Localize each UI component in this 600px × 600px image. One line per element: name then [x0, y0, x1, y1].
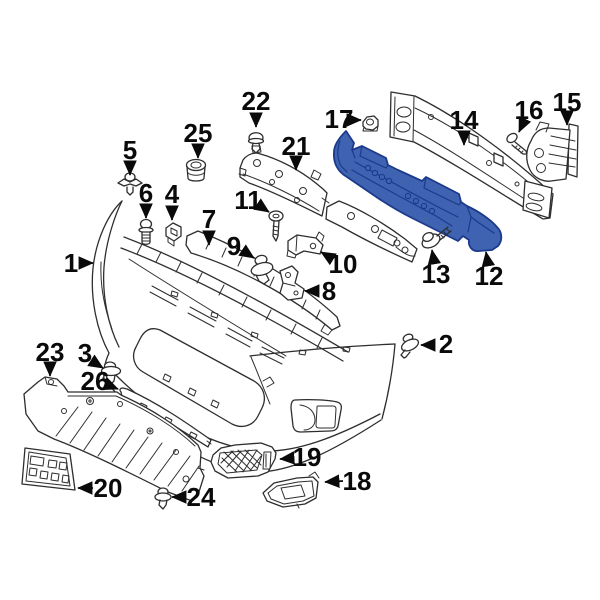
- bracket-8: [279, 265, 305, 301]
- part-label-4: 4: [165, 179, 180, 209]
- part-label-19: 19: [293, 442, 322, 472]
- tow-bracket-15: [526, 121, 579, 182]
- push-pin-2: [400, 333, 420, 359]
- leader-arrow-12: [481, 251, 496, 268]
- bracket-10: [286, 231, 325, 259]
- leader-arrow-11: [253, 198, 270, 213]
- leader-arrow-9: [238, 244, 255, 259]
- bolt-16: [506, 132, 528, 155]
- part-label-2: 2: [439, 329, 453, 359]
- part-label-10: 10: [329, 249, 358, 279]
- part-label-26: 26: [81, 366, 110, 396]
- push-clip-5: [117, 172, 143, 196]
- part-label-15: 15: [553, 87, 582, 117]
- push-clip-3: [100, 361, 122, 386]
- license-plate-bracket: [21, 447, 76, 491]
- fog-lamp-bezel: [262, 471, 320, 509]
- part-label-6: 6: [139, 178, 153, 208]
- part-label-13: 13: [422, 259, 451, 289]
- push-pin-9: [250, 254, 274, 285]
- leader-arrow-13: [427, 249, 442, 266]
- part-label-23: 23: [36, 337, 65, 367]
- leader-arrow-16: [518, 116, 532, 133]
- part-label-16: 16: [515, 95, 544, 125]
- part-label-22: 22: [242, 86, 271, 116]
- nut-17: [362, 115, 379, 132]
- part-label-17: 17: [325, 104, 354, 134]
- leader-arrow-18: [324, 474, 344, 488]
- energy-absorber-highlighted: [333, 130, 503, 252]
- part-label-21: 21: [282, 131, 311, 161]
- bolt-6: [138, 218, 154, 245]
- part-label-8: 8: [322, 276, 336, 306]
- grommet-25: [185, 158, 207, 182]
- screw-11: [268, 210, 284, 242]
- part-label-3: 3: [78, 338, 92, 368]
- part-labels-layer: 1234567891011121314151617181920212223242…: [36, 86, 582, 512]
- splash-shield: [23, 376, 205, 502]
- part-label-9: 9: [227, 231, 241, 261]
- push-clip-24: [154, 487, 172, 510]
- part-label-11: 11: [234, 185, 262, 215]
- sight-shield: [238, 145, 418, 263]
- part-label-14: 14: [450, 105, 479, 135]
- part-label-25: 25: [184, 118, 213, 148]
- part-label-5: 5: [123, 135, 137, 165]
- leader-arrow-26: [102, 377, 119, 390]
- part-label-24: 24: [187, 482, 216, 512]
- screw-13: [421, 226, 452, 249]
- part-label-1: 1: [64, 248, 78, 278]
- leader-arrow-19: [279, 451, 295, 465]
- part-label-18: 18: [343, 466, 372, 496]
- leader-arrow-3: [87, 354, 104, 369]
- part-label-12: 12: [475, 261, 504, 291]
- clip-4: [165, 222, 182, 247]
- leader-arrow-10: [320, 251, 337, 266]
- part-label-7: 7: [202, 204, 216, 234]
- grille-insert: [210, 442, 277, 479]
- part-label-20: 20: [94, 473, 123, 503]
- impact-bar: [389, 91, 554, 220]
